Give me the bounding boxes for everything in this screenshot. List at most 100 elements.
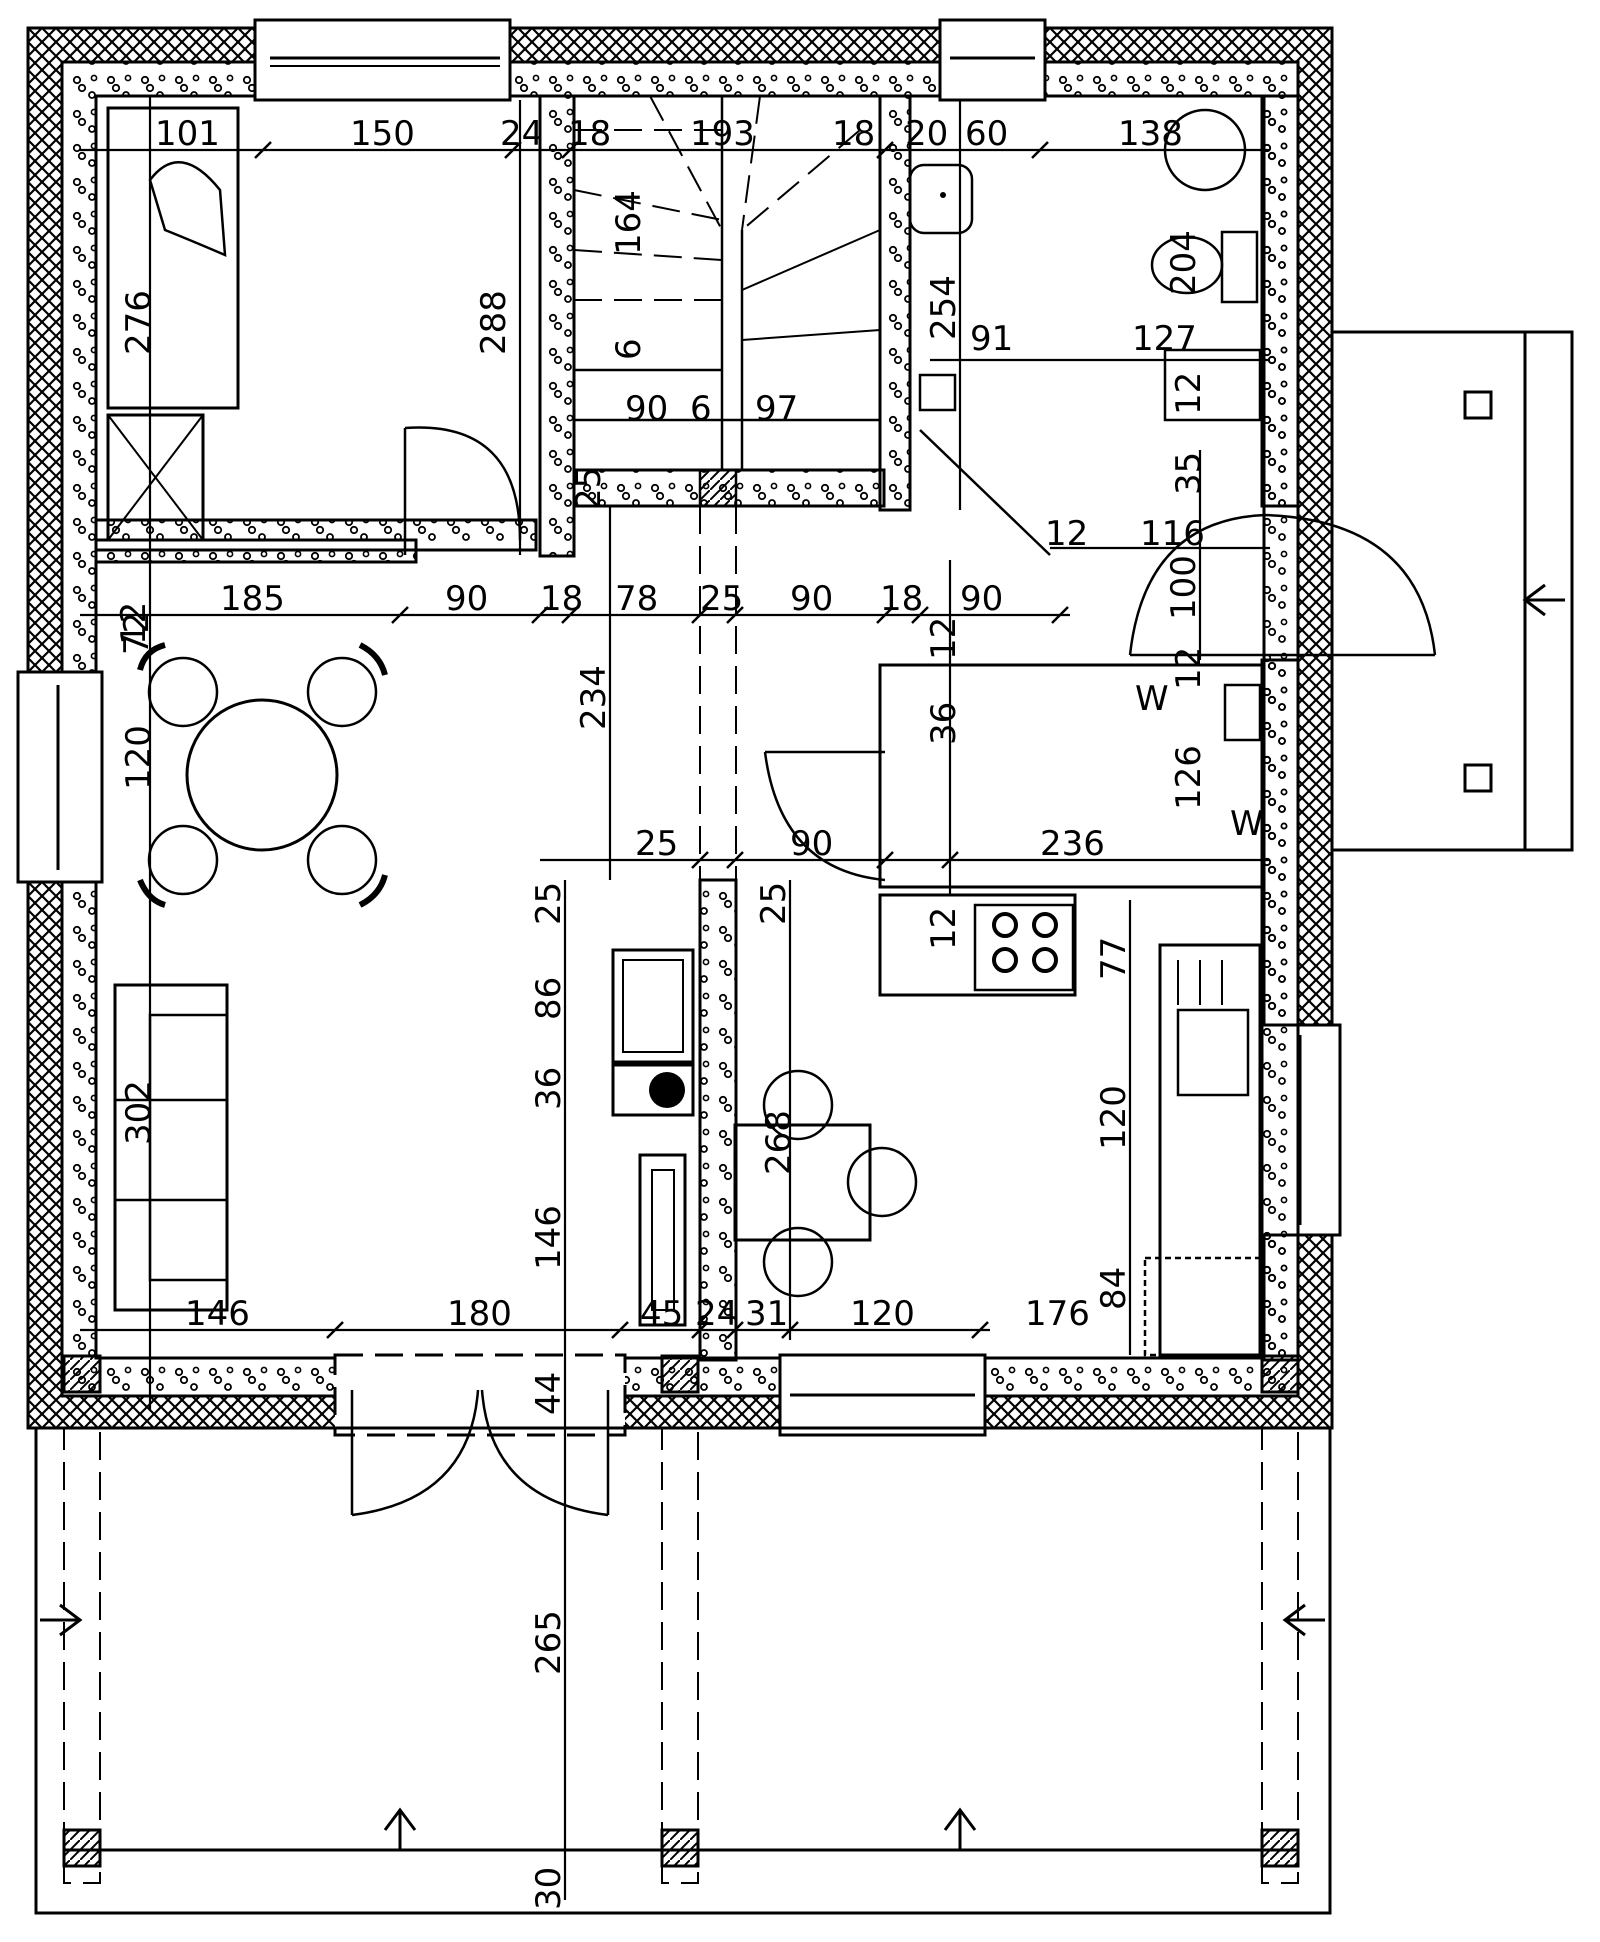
dim-label: W: [1230, 804, 1264, 844]
dimension-labels: 101 150 24 18 193 18 20 60 138 164 276 2…: [114, 114, 1264, 1910]
dim-label: 254: [924, 275, 964, 340]
pantry-shelf: [878, 663, 1264, 889]
round-table-icon: [137, 642, 388, 908]
flue-icon: [918, 373, 957, 412]
appliance-icon: [1163, 348, 1262, 422]
dim-label: 90: [625, 389, 668, 429]
water-heater-icon: [1223, 683, 1262, 742]
door-swing-icon: [919, 429, 1051, 556]
table-icon: [733, 1069, 918, 1298]
dim-label: 6: [690, 389, 712, 429]
dim-label: 265: [529, 1610, 569, 1675]
dim-label: 24: [500, 114, 543, 154]
side-terrace: [1330, 330, 1574, 852]
dim-label: 25: [569, 467, 609, 510]
sofa-icon: [113, 983, 229, 1312]
dim-label: 276: [119, 290, 159, 355]
dim-label: 91: [970, 319, 1013, 359]
dim-label: 24: [695, 1294, 738, 1334]
dim-label: 86: [529, 977, 569, 1020]
dim-label: 31: [745, 1294, 788, 1334]
dim-label: 36: [529, 1067, 569, 1110]
door-swing-icon: [350, 1389, 610, 1517]
dim-label: 44: [529, 1372, 569, 1415]
dim-label: 101: [155, 114, 220, 154]
dim-label: 45: [640, 1294, 683, 1334]
washbasin-icon: [908, 163, 974, 235]
dim-label: 234: [574, 665, 614, 730]
fireplace-icon: [611, 948, 695, 1327]
door-swing-icon: [763, 750, 886, 882]
dimension-ticks: [254, 141, 1069, 1339]
dim-label: 18: [540, 579, 583, 619]
bed-icon: [106, 106, 240, 542]
dim-label: 12: [924, 617, 964, 660]
dim-label: 146: [185, 1294, 250, 1334]
dim-label: 12: [1045, 514, 1088, 554]
dim-label: 84: [1094, 1267, 1134, 1310]
dim-label: 78: [615, 579, 658, 619]
dim-label: W: [1135, 679, 1169, 719]
dim-label: 288: [474, 290, 514, 355]
dim-label: 25: [754, 882, 794, 925]
dim-label: 164: [609, 190, 649, 255]
dim-label: 236: [1040, 824, 1105, 864]
entrance-opening: [333, 1353, 627, 1437]
interior-walls: [94, 94, 1300, 1362]
dim-label: 12: [1169, 647, 1209, 690]
dim-label: 176: [1025, 1294, 1090, 1334]
dim-label: 120: [119, 725, 159, 790]
dim-label: 90: [790, 579, 833, 619]
dim-label: 30: [529, 1867, 569, 1910]
window-icon: [16, 670, 104, 884]
dim-label: 90: [790, 824, 833, 864]
dim-label: 35: [1169, 452, 1209, 495]
dim-label: 90: [445, 579, 488, 619]
door-swing-icon: [403, 426, 522, 555]
dim-label: 12: [924, 907, 964, 950]
dim-label: 60: [965, 114, 1008, 154]
window-icon: [253, 18, 512, 102]
dim-label: 25: [635, 824, 678, 864]
window-icon: [938, 18, 1047, 102]
dim-label: 12: [114, 602, 154, 645]
dim-label: 127: [1132, 319, 1197, 359]
dim-label: 185: [220, 579, 285, 619]
dim-label: 268: [759, 1110, 799, 1175]
dim-label: 193: [690, 114, 755, 154]
dim-label: 18: [568, 114, 611, 154]
dim-label: 116: [1140, 514, 1205, 554]
toilet-icon: [1150, 230, 1259, 304]
dim-label: 204: [1164, 230, 1204, 295]
dim-label: 77: [1094, 937, 1134, 980]
dim-label: 90: [960, 579, 1003, 619]
dim-label: 20: [905, 114, 948, 154]
dim-label: 150: [350, 114, 415, 154]
stove-icon: [878, 893, 1077, 997]
dim-label: 97: [755, 389, 798, 429]
door-swing-icon: [1128, 513, 1437, 657]
dim-label: 100: [1164, 555, 1204, 620]
dim-label: 120: [850, 1294, 915, 1334]
front-terrace: [34, 1354, 1332, 1915]
dimension-lines: [80, 95, 1270, 1900]
bedroom-wall: [94, 538, 418, 564]
dim-label: 146: [529, 1205, 569, 1270]
stairs-icon: [572, 94, 885, 880]
dim-label: 180: [447, 1294, 512, 1334]
dim-label: 126: [1169, 745, 1209, 810]
dim-label: 6: [609, 338, 649, 360]
dim-label: 36: [924, 702, 964, 745]
dim-label: 72: [117, 612, 157, 655]
dim-label: 25: [700, 579, 743, 619]
dim-label: 18: [880, 579, 923, 619]
dim-label: 18: [832, 114, 875, 154]
dim-label: 302: [119, 1080, 159, 1145]
dim-label: 12: [1169, 372, 1209, 415]
dim-label: 25: [529, 882, 569, 925]
sink-icon: [1143, 943, 1264, 1357]
dim-label: 138: [1118, 114, 1183, 154]
dim-label: 120: [1094, 1085, 1134, 1150]
insulation-band: [60, 60, 1300, 1398]
